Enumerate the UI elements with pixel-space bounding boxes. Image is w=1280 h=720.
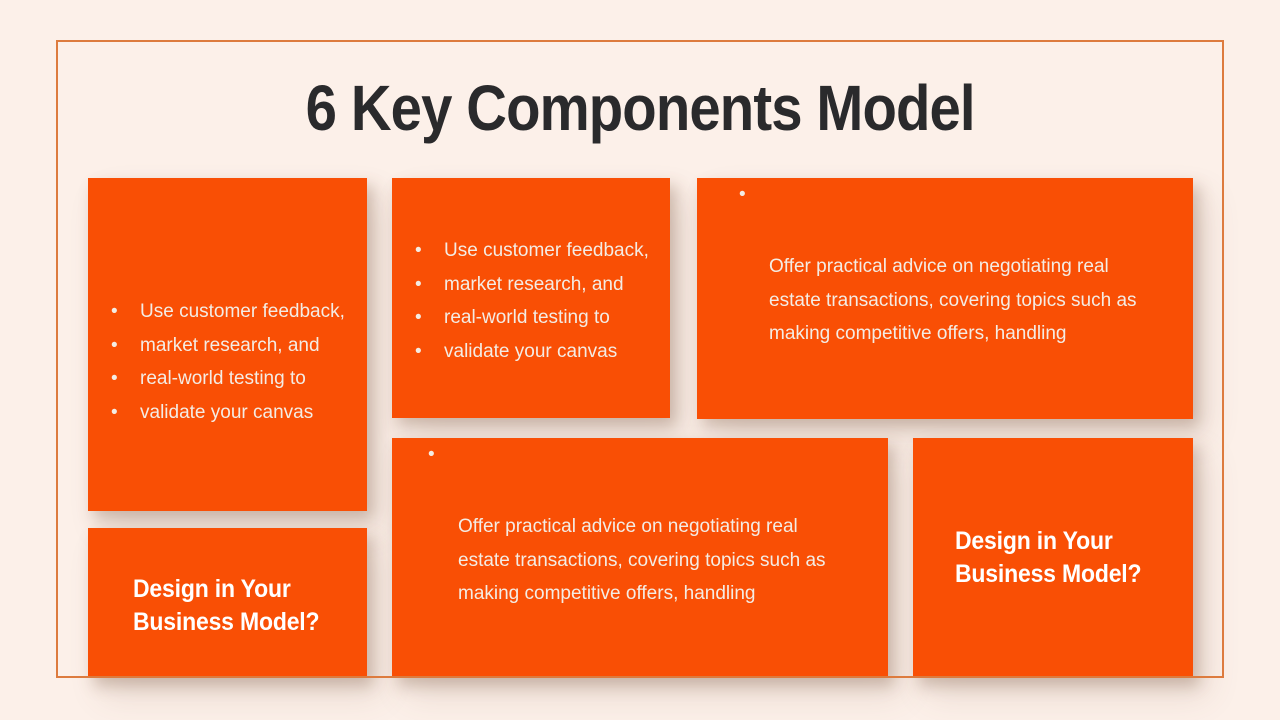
card-validate-canvas-1: • Use customer feedback, • market resear… <box>88 178 367 511</box>
bullet-icon: • <box>111 401 118 423</box>
bullet-line: • validate your canvas <box>88 396 367 430</box>
heading-line: Business Model? <box>133 608 320 636</box>
card-content: Design in Your Business Model? <box>88 573 367 639</box>
paragraph-line: estate transactions, covering topics suc… <box>769 289 1137 311</box>
bullet-line: • Use customer feedback, <box>88 295 367 329</box>
bullet-text: real-world testing to <box>444 307 610 328</box>
card-design-question-1: Design in Your Business Model? <box>88 528 367 678</box>
page-title-text: 6 Key Components Model <box>305 72 975 144</box>
bullet-icon: • <box>415 307 422 328</box>
bullet-line: • Use customer feedback, <box>392 234 670 268</box>
question-heading: Design in Your Business Model? <box>955 525 1174 591</box>
card-negotiation-advice-1: • Offer practical advice on negotiating … <box>697 178 1193 419</box>
bullet-line: • real-world testing to <box>88 362 367 396</box>
bullet-text: validate your canvas <box>444 340 618 362</box>
bullet-icon: • <box>111 334 118 356</box>
bullet-text: real-world testing to <box>140 368 306 389</box>
card-design-question-2: Design in Your Business Model? <box>913 438 1193 678</box>
bullet-text: Use customer feedback, <box>444 240 649 261</box>
heading-line: Design in Your <box>133 575 291 603</box>
question-heading: Design in Your Business Model? <box>133 573 348 639</box>
heading-line: Business Model? <box>955 560 1142 588</box>
bullet-icon: • <box>111 301 118 322</box>
card-validate-canvas-2: • Use customer feedback, • market resear… <box>392 178 670 418</box>
bullet-icon: • <box>415 273 422 295</box>
bullet-text: validate your canvas <box>140 401 314 423</box>
bullet-icon: • <box>428 444 435 465</box>
bullet-icon: • <box>739 184 746 205</box>
bullet-text: market research, and <box>140 334 320 356</box>
paragraph-line: Offer practical advice on negotiating re… <box>458 516 798 537</box>
bullet-text: market research, and <box>444 273 624 295</box>
card-content: • Use customer feedback, • market resear… <box>392 234 670 368</box>
card-content: Design in Your Business Model? <box>913 525 1193 591</box>
heading-line: Design in Your <box>955 527 1113 555</box>
bullet-icon: • <box>111 368 118 389</box>
bullet-icon: • <box>415 340 422 362</box>
bullet-line: • market research, and <box>88 329 367 363</box>
bullet-line: • validate your canvas <box>392 335 670 369</box>
paragraph-line: Offer practical advice on negotiating re… <box>769 256 1109 277</box>
bullet-icon: • <box>415 240 422 261</box>
card-content: • Offer practical advice on negotiating … <box>697 184 1193 351</box>
card-negotiation-advice-2: • Offer practical advice on negotiating … <box>392 438 888 678</box>
card-content: • Use customer feedback, • market resear… <box>88 295 367 429</box>
bullet-line: • market research, and <box>392 268 670 302</box>
paragraph-line: estate transactions, covering topics suc… <box>458 549 826 571</box>
paragraph-line: making competitive offers, handling <box>769 323 1067 344</box>
paragraph-line: making competitive offers, handling <box>458 583 756 604</box>
bullet-text: Use customer feedback, <box>140 301 345 322</box>
card-content: • Offer practical advice on negotiating … <box>392 444 888 611</box>
page-title: 6 Key Components Model <box>0 76 1280 140</box>
bullet-line: • real-world testing to <box>392 301 670 335</box>
